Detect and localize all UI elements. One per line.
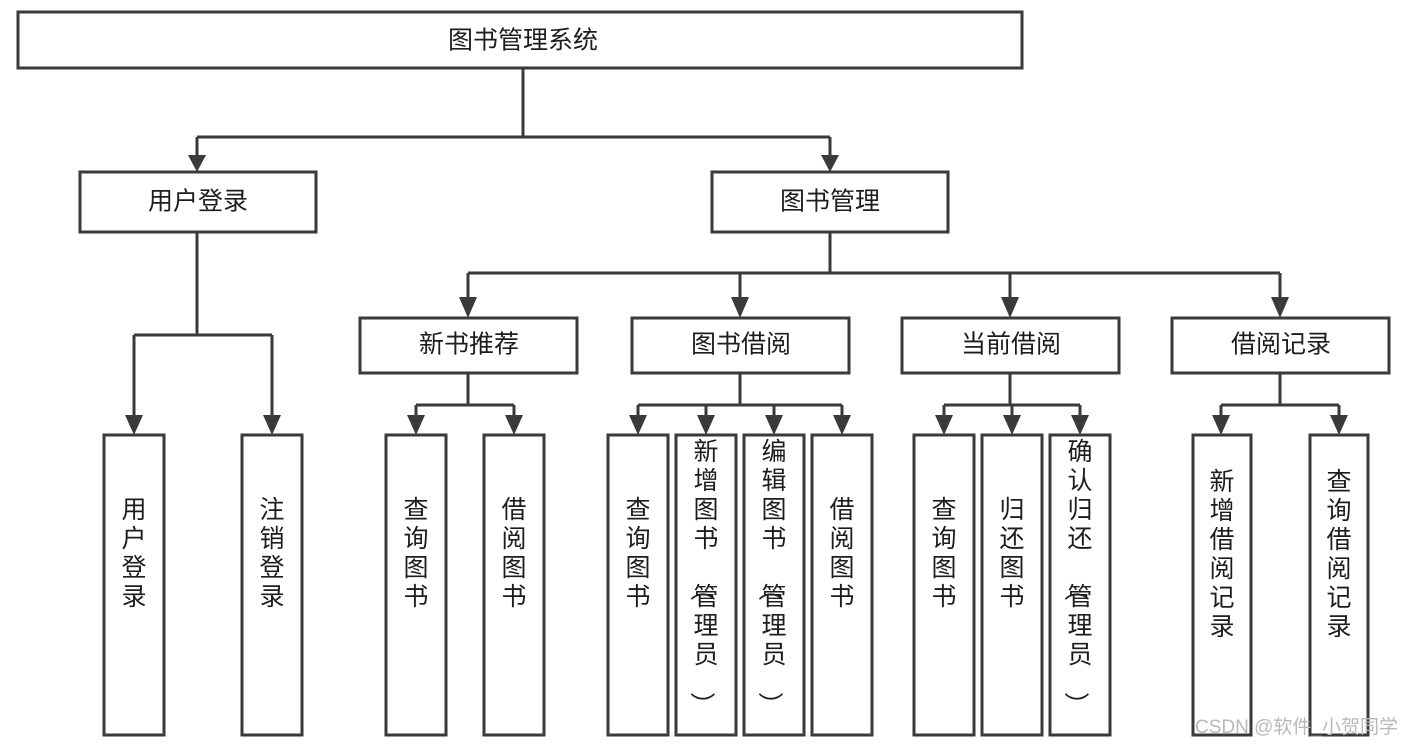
node-leaf-query-book-2-box[interactable] <box>606 433 670 737</box>
arrow-to-leaf-borrow-book-1 <box>505 415 523 435</box>
arrow-to-borrow-record <box>1271 297 1289 318</box>
node-leaf-user-login[interactable]: 用户登录 <box>102 433 166 737</box>
node-current-borrow[interactable]: 当前借阅 <box>900 316 1121 375</box>
arrow-to-leaf-query-book-3 <box>935 415 953 435</box>
node-user-login-box[interactable] <box>78 170 318 234</box>
node-leaf-add-book[interactable]: 新增图书（管理员） <box>674 433 738 737</box>
node-leaf-user-login-label: 用户登录 <box>121 496 146 611</box>
node-borrow-record-label: 借阅记录 <box>1231 331 1331 359</box>
node-leaf-edit-book-label: 编辑图书（管理员） <box>755 438 786 717</box>
node-leaf-return-book-box[interactable] <box>980 433 1044 737</box>
arrow-to-leaf-query-book-1 <box>407 415 425 435</box>
arrow-to-book-management <box>821 155 839 172</box>
node-leaf-add-book-box[interactable] <box>674 433 738 737</box>
connector-layer <box>125 68 1348 435</box>
arrow-to-new-book-recommend <box>459 297 477 318</box>
node-root-label: 图书管理系统 <box>448 27 598 55</box>
node-new-book-recommend[interactable]: 新书推荐 <box>358 316 579 375</box>
arrow-to-current-borrow <box>1001 297 1019 318</box>
node-user-login[interactable]: 用户登录 <box>78 170 318 234</box>
node-leaf-borrow-book-1-label: 借阅图书 <box>501 496 526 611</box>
node-borrow-record-box[interactable] <box>1170 316 1391 375</box>
node-leaf-query-record-label: 查询借阅记录 <box>1326 468 1351 641</box>
node-leaf-query-book-1-box[interactable] <box>384 433 448 737</box>
arrow-to-user-login <box>188 155 206 172</box>
arrow-to-leaf-query-record <box>1330 415 1348 435</box>
node-leaf-logout-label: 注销登录 <box>259 496 284 611</box>
node-leaf-return-book-label: 归还图书 <box>999 496 1024 611</box>
node-book-management-label: 图书管理 <box>780 188 880 216</box>
node-book-borrow-box[interactable] <box>630 316 851 375</box>
node-leaf-borrow-book-2[interactable]: 借阅图书 <box>810 433 874 737</box>
node-leaf-query-book-3[interactable]: 查询图书 <box>912 433 976 737</box>
node-root-box[interactable] <box>16 10 1024 70</box>
node-leaf-query-book-3-label: 查询图书 <box>931 496 956 611</box>
node-leaf-confirm-return-box[interactable] <box>1048 433 1112 737</box>
node-book-management-box[interactable] <box>710 170 950 234</box>
node-leaf-add-record[interactable]: 新增借阅记录 <box>1191 433 1253 737</box>
node-leaf-logout[interactable]: 注销登录 <box>240 433 304 737</box>
node-leaf-borrow-book-2-label: 借阅图书 <box>829 496 854 611</box>
node-leaf-query-record-box[interactable] <box>1308 433 1370 737</box>
node-current-borrow-label: 当前借阅 <box>961 331 1061 359</box>
node-leaf-query-record[interactable]: 查询借阅记录 <box>1308 433 1370 737</box>
arrow-to-leaf-user-login <box>125 415 143 435</box>
node-new-book-recommend-label: 新书推荐 <box>419 331 519 359</box>
node-leaf-add-record-label: 新增借阅记录 <box>1209 468 1234 641</box>
node-leaf-borrow-book-1-box[interactable] <box>482 433 546 737</box>
node-leaf-logout-box[interactable] <box>240 433 304 737</box>
arrow-to-leaf-return-book <box>1003 415 1021 435</box>
node-leaf-query-book-2-label: 查询图书 <box>625 496 650 611</box>
arrow-to-leaf-add-book <box>697 415 715 435</box>
arrow-to-leaf-edit-book <box>765 415 783 435</box>
node-leaf-add-book-label: 新增图书（管理员） <box>687 438 718 717</box>
node-leaf-query-book-3-box[interactable] <box>912 433 976 737</box>
node-leaf-query-book-1-label: 查询图书 <box>403 496 428 611</box>
node-leaf-edit-book-box[interactable] <box>742 433 806 737</box>
arrow-to-leaf-logout <box>263 415 281 435</box>
arrow-to-leaf-borrow-book-2 <box>833 415 851 435</box>
node-leaf-query-book-2[interactable]: 查询图书 <box>606 433 670 737</box>
node-book-management[interactable]: 图书管理 <box>710 170 950 234</box>
node-leaf-borrow-book-1[interactable]: 借阅图书 <box>482 433 546 737</box>
node-book-borrow-label: 图书借阅 <box>691 331 791 359</box>
node-leaf-return-book[interactable]: 归还图书 <box>980 433 1044 737</box>
node-current-borrow-box[interactable] <box>900 316 1121 375</box>
node-leaf-borrow-book-2-box[interactable] <box>810 433 874 737</box>
node-leaf-user-login-box[interactable] <box>102 433 166 737</box>
node-leaf-add-record-box[interactable] <box>1191 433 1253 737</box>
node-user-login-label: 用户登录 <box>148 188 248 216</box>
node-book-borrow[interactable]: 图书借阅 <box>630 316 851 375</box>
node-leaf-confirm-return-label: 确认归还（管理员） <box>1061 438 1092 717</box>
arrow-to-book-borrow <box>731 297 749 318</box>
node-root[interactable]: 图书管理系统 <box>16 10 1024 70</box>
node-leaf-confirm-return[interactable]: 确认归还（管理员） <box>1048 433 1112 737</box>
arrow-to-leaf-confirm-return <box>1071 415 1089 435</box>
node-new-book-recommend-box[interactable] <box>358 316 579 375</box>
node-leaf-query-book-1[interactable]: 查询图书 <box>384 433 448 737</box>
node-borrow-record[interactable]: 借阅记录 <box>1170 316 1391 375</box>
csdn-watermark: CSDN @软件_小贺同学 <box>1195 716 1398 738</box>
arrow-to-leaf-query-book-2 <box>629 415 647 435</box>
node-leaf-edit-book[interactable]: 编辑图书（管理员） <box>742 433 806 737</box>
arrow-to-leaf-add-record <box>1212 415 1230 435</box>
